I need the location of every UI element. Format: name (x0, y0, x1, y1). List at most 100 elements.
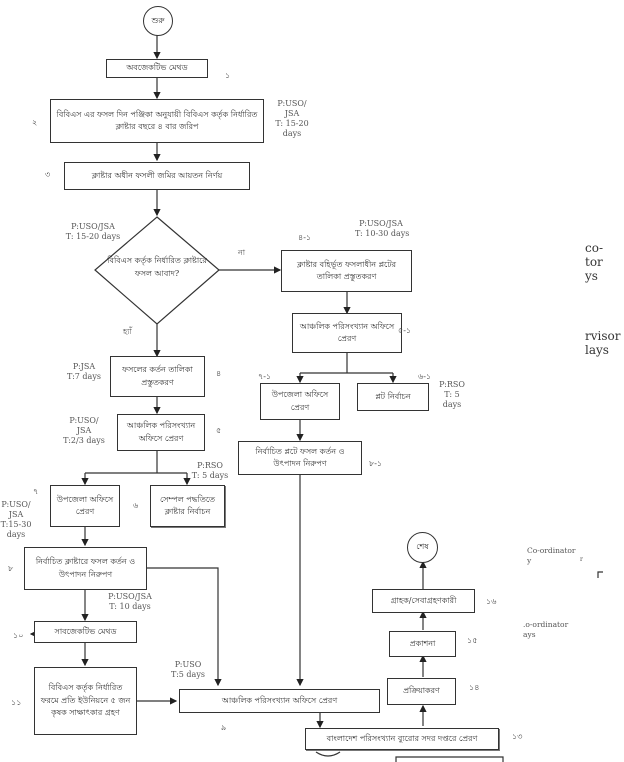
step-5-send-regional: আঞ্চলিক পরিসংখ্যান অফিসে প্রেরণ (117, 414, 205, 451)
note-line: days (442, 400, 462, 409)
step-4-harvest-list: ফসলের কর্তন তালিকা প্রস্তুতকরণ (110, 356, 205, 397)
step-5-note: P:USO/ JSA T:2/3 days (62, 416, 106, 446)
step-14-processing: প্রক্রিয়াকরণ (387, 678, 456, 705)
step-9-number: ৯ (221, 723, 227, 732)
note-line: T: 10 days (109, 602, 151, 611)
step-6-1-plot-selection: প্লট নির্বাচন (357, 383, 429, 411)
note-line: JSA (76, 426, 92, 435)
decision-note: P:USO/JSA T: 15-20 days (58, 222, 128, 242)
note-line: T: 5 days (191, 471, 229, 480)
clipped-line: co- (585, 241, 603, 255)
step-14-number: ১৪ (469, 683, 480, 692)
step-2-number: ২ (32, 118, 38, 127)
step-8-1-plot-harvest: নির্বাচিত প্লটে ফসল কর্তন ও উৎপাদন নিরুপ… (238, 441, 362, 475)
step-4-note: P:JSA T:7 days (62, 362, 106, 382)
step-15-number: ১৫ (467, 636, 478, 645)
decision-question: বিবিএস কর্তৃক নির্ধারিত ক্লাষ্টারে ফসল আ… (107, 256, 207, 278)
step-7-send-upazila: উপজেলা অফিসে প্রেরণ (50, 485, 120, 527)
clipped-text-right-top: co- tor ys (585, 241, 603, 283)
clipped-line: rvisor (585, 329, 621, 343)
note-line: days (282, 129, 302, 138)
step-1-objective-method: অবজেকটিভ মেথড (106, 59, 208, 78)
decision-yes-label: হ্যাঁ (123, 327, 132, 336)
note-line: P:USO/ (277, 99, 307, 108)
note-line: P:USO/ (1, 500, 31, 509)
start-node: শুরু (143, 6, 173, 36)
note-line: P:RSO (197, 461, 223, 470)
end-node: শেষ (407, 532, 438, 563)
step-5-1-send-regional: আঞ্চলিক পরিসংখ্যান অফিসে প্রেরণ (292, 313, 402, 353)
step-16-customer: গ্রাহক/সেবাগ্রহণকারী (372, 589, 475, 613)
note-line: T: 15-20 (275, 119, 309, 128)
step-3-number: ৩ (45, 170, 51, 179)
step-15-publication: প্রকাশনা (389, 631, 456, 657)
small-bracket (597, 571, 603, 578)
step-11-number: ১১ (11, 698, 22, 707)
step-4-1-number: ৪-১ (298, 233, 312, 242)
step-8-cluster-harvest: নির্বাচিত ক্লাষ্টারে ফসল কর্তন ও উৎপাদন … (24, 547, 147, 590)
step-9-note: P:USO T:5 days (170, 660, 206, 680)
note-line: P:JSA (72, 362, 96, 371)
step-5-1-number: ৫-১ (398, 326, 412, 335)
note-line: P:USO/ (69, 416, 99, 425)
note-line: T:7 days (67, 372, 101, 381)
step-9-send-regional: আঞ্চলিক পরিসংখ্যান অফিসে প্রেরণ (179, 689, 380, 713)
clipped-line: lays (585, 342, 609, 357)
clipped-line: Co-ordinator (527, 546, 576, 555)
clipped-line: tor (585, 254, 603, 269)
step-13-send-bbs-hq: বাংলাদেশ পরিসংখ্যান ব্যুরোর সদর দপ্তরে প… (305, 728, 499, 750)
clipped-coordinator-suffix: r (580, 556, 583, 563)
arrow-s8-s9 (147, 567, 222, 687)
note-line: T:2/3 days (63, 436, 105, 445)
note-line: P:USO/JSA (108, 592, 152, 601)
curve-mark (315, 751, 341, 757)
note-line: P:USO (174, 660, 202, 669)
note-line: P:USO/JSA (359, 219, 403, 228)
decision-no-label: না (238, 248, 246, 257)
step-6-1-note: P:RSO T: 5 days (438, 380, 466, 410)
note-line: T: 10-30 days (355, 229, 410, 238)
step-2-note: P:USO/ JSA T: 15-20 days (272, 99, 312, 139)
clipped-line: y (527, 555, 532, 565)
clipped-line: ays (523, 629, 536, 639)
note-line: T:5 days (171, 670, 205, 679)
decision-diamond (94, 216, 220, 325)
note-line: days (6, 530, 26, 539)
step-4-1-plot-list: ক্লাষ্টার বহির্ভূত ফসলাধীন প্লটের তালিকা… (281, 250, 412, 292)
note-line: T: 15-20 days (65, 232, 121, 241)
step-4-1-note: P:USO/JSA T: 10-30 days (355, 219, 410, 239)
note-line: P:USO/JSA (71, 222, 115, 231)
step-7-1-number: ৭-১ (258, 372, 272, 381)
note-line: T:15-30 (0, 520, 32, 529)
step-6-number: ৬ (133, 501, 139, 510)
step-16-number: ১৬ (486, 597, 497, 606)
step-6-cluster-selection: সেম্পল পদ্ধতিতে ক্লাষ্টার নির্বাচন (150, 485, 225, 527)
step-7-note: P:USO/ JSA T:15-30 days (0, 500, 32, 540)
step-11-farmer-interview: বিবিএস কর্তৃক নির্ধারিত ফরমে প্রতি ইউনিয… (34, 667, 137, 735)
clipped-line: ys (585, 268, 598, 283)
step-6-1-number: ৬-১ (418, 372, 432, 381)
step-10-note: P:USO/JSA T: 10 days (106, 592, 154, 612)
step-10-number: ১০ (13, 631, 24, 640)
step-4-number: ৪ (216, 369, 222, 378)
clipped-line: .o-ordinator (523, 620, 569, 629)
step-8-number: ৮ (8, 564, 14, 573)
step-3-area-determination: ক্লাষ্টার অধীন ফসলী জমির আয়তন নির্ণয় (64, 162, 250, 190)
clipped-coordinator-1: Co-ordinator y (527, 546, 576, 566)
step-8-1-number: ৮-১ (369, 459, 383, 468)
clipped-coordinator-2: .o-ordinator ays (523, 620, 568, 640)
step-7-number: ৭ (33, 487, 39, 496)
step-7-1-send-upazila: উপজেলা অফিসে প্রেরণ (260, 383, 340, 420)
step-1-number: ১ (225, 71, 231, 80)
step-10-subjective-method: সাবজেকটিভ মেথড (34, 621, 137, 643)
note-line: T: 5 (444, 390, 460, 399)
note-line: P:RSO (439, 380, 465, 389)
step-13-number: ১৩ (512, 732, 523, 741)
bracket (395, 756, 504, 762)
step-2-survey: বিবিএস এর ফসল দিন পঞ্জিকা অনুযায়ী বিবিএ… (50, 99, 264, 143)
step-6-note: P:RSO T: 5 days (188, 461, 232, 481)
note-line: JSA (284, 109, 300, 118)
clipped-text-right-mid: rvisor lays (585, 329, 621, 358)
step-5-number: ৫ (216, 426, 222, 435)
